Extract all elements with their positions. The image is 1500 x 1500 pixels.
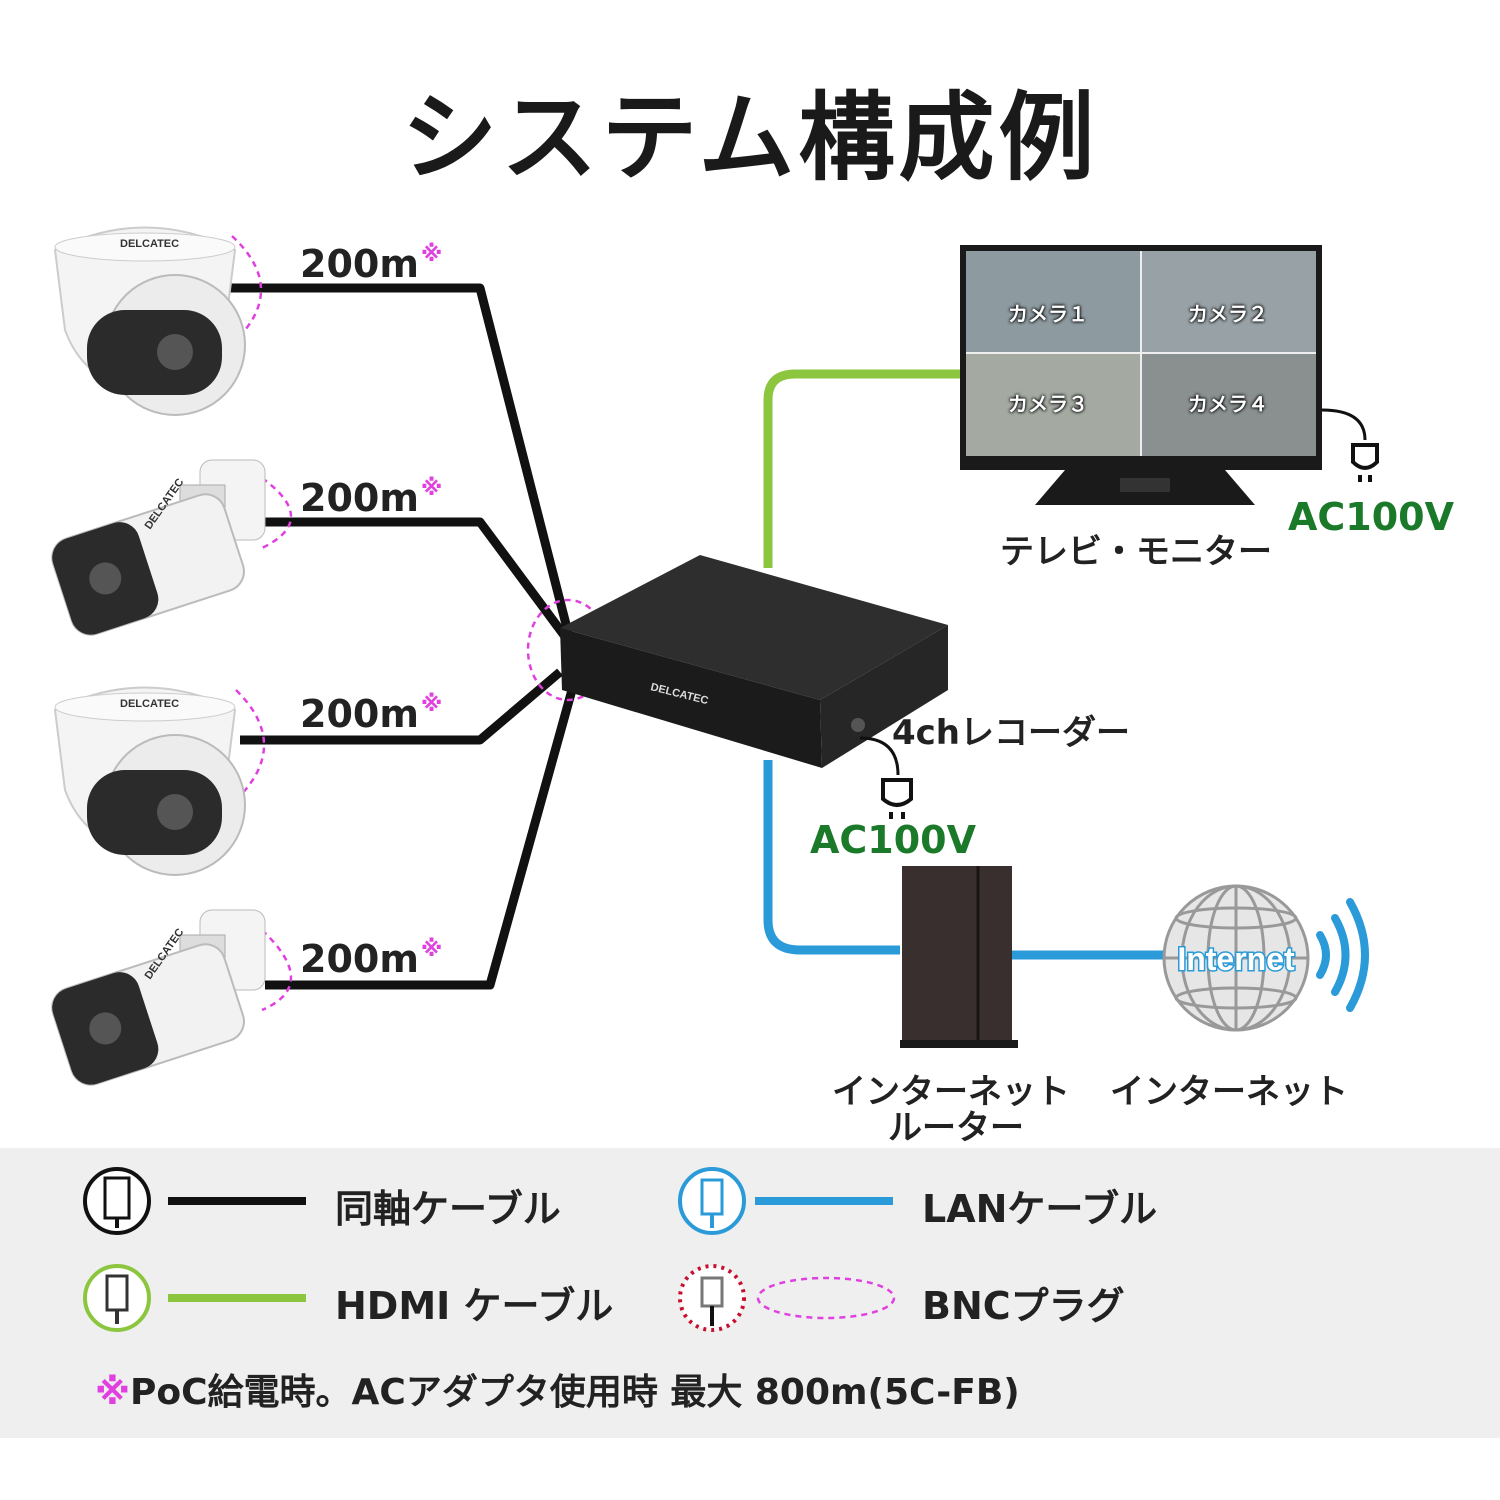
- footnote-text: PoC給電時。ACアダプタ使用時 最大 800m(5C-FB): [130, 1372, 1020, 1413]
- internet-label: インターネット: [1110, 1072, 1348, 1112]
- hdmi-cable: [763, 369, 965, 568]
- distance-label-4: 200m※: [300, 937, 442, 981]
- recorder-power-cord: [859, 736, 900, 776]
- screen-label-3: カメラ３: [1008, 392, 1088, 416]
- bnc-connector-icon: [678, 1264, 746, 1332]
- coax-connector-icon: [83, 1167, 151, 1235]
- coax-cable-3: [240, 668, 563, 745]
- globe-label: Internet: [1177, 941, 1295, 977]
- hdmi-connector-icon: [83, 1264, 151, 1332]
- dome-camera-icon: DELCATEC: [53, 686, 246, 876]
- distance-label-1: 200m※: [300, 242, 442, 286]
- legend-coax-label: 同軸ケーブル: [335, 1187, 561, 1231]
- legend-hdmi-label: HDMI ケーブル: [335, 1284, 614, 1328]
- screen-label-4: カメラ４: [1188, 392, 1268, 416]
- bnc-marker-cam1: [231, 235, 263, 345]
- lan-connector-icon: [678, 1167, 746, 1235]
- recorder-icon: DELCATEC: [560, 555, 948, 768]
- distance-note-mark: ※: [420, 692, 443, 717]
- legend-bnc-label: BNCプラグ: [922, 1284, 1125, 1328]
- coax-cable-2: [265, 517, 579, 653]
- plug-icon: [881, 778, 913, 819]
- footnote-mark: ※: [95, 1372, 130, 1413]
- bnc-marker-cam4: [261, 929, 293, 1012]
- legend-bnc-marker: [756, 1276, 896, 1320]
- coax-cable-4: [265, 688, 577, 990]
- coax-cables: [225, 283, 579, 990]
- recorder-label: 4chレコーダー: [892, 713, 1131, 753]
- distance-note-mark: ※: [420, 937, 443, 962]
- camera-brand: DELCATEC: [120, 698, 179, 710]
- bullet-camera-icon: DELCATEC: [51, 909, 266, 1086]
- legend-lan-label: LANケーブル: [922, 1187, 1158, 1231]
- distance-value: 200m: [300, 937, 419, 981]
- wifi-icon: [1316, 898, 1369, 1012]
- coax-cable-1: [225, 283, 575, 642]
- camera-brand: DELCATEC: [120, 238, 179, 250]
- router-label-line1: インターネット: [832, 1072, 1070, 1112]
- legend-graphics: [83, 1167, 896, 1332]
- bullet-camera-icon: DELCATEC: [51, 459, 266, 636]
- monitor-icon: [960, 245, 1322, 505]
- monitor-label: テレビ・モニター: [1000, 532, 1272, 572]
- page-title: システム構成例: [401, 82, 1099, 194]
- distance-note-mark: ※: [420, 242, 443, 267]
- distance-value: 200m: [300, 242, 419, 286]
- bnc-marker-cam3: [235, 689, 266, 801]
- distance-note-mark: ※: [420, 476, 443, 501]
- screen-label-2: カメラ２: [1188, 302, 1268, 326]
- monitor-power-label: AC100V: [1288, 495, 1455, 539]
- globe-icon: Internet: [1162, 884, 1310, 1032]
- bnc-marker-cam2: [261, 476, 293, 550]
- footnote: ※PoC給電時。ACアダプタ使用時 最大 800m(5C-FB): [95, 1363, 1020, 1415]
- screen-label-1: カメラ１: [1008, 302, 1088, 326]
- distance-value: 200m: [300, 692, 419, 736]
- legend-panel: 同軸ケーブル LANケーブル HDMI ケーブル BNCプラグ ※PoC給電時。…: [0, 1148, 1500, 1438]
- lan-cable-recorder-router: [763, 760, 900, 955]
- dome-camera-icon: DELCATEC: [53, 226, 246, 416]
- distance-label-3: 200m※: [300, 692, 442, 736]
- monitor-power-cord: [1321, 408, 1367, 441]
- recorder-power-label: AC100V: [810, 818, 977, 862]
- distance-value: 200m: [300, 476, 419, 520]
- distance-label-2: 200m※: [300, 476, 442, 520]
- plug-icon: [1351, 443, 1379, 482]
- router-icon: [900, 866, 1018, 1048]
- router-label-line2: ルーター: [888, 1108, 1024, 1148]
